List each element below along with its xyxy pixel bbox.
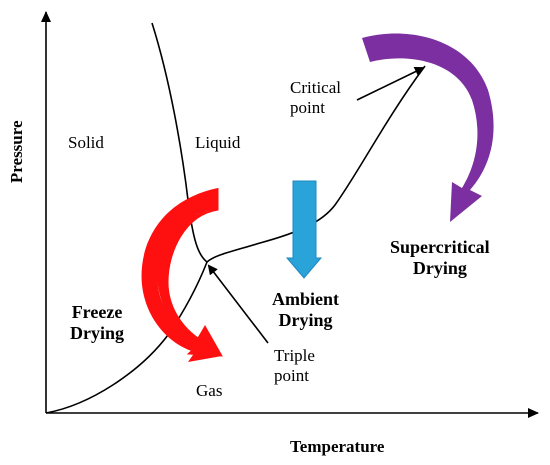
critical-point-line2: point bbox=[290, 97, 325, 117]
liquid-region-label: Liquid bbox=[195, 133, 241, 152]
triple-point-pointer bbox=[207, 264, 269, 344]
solid-region-label: Solid bbox=[68, 133, 104, 152]
ambient-drying-label: Ambient Drying bbox=[272, 289, 339, 330]
x-axis-label: Temperature bbox=[290, 437, 385, 456]
vaporization-curve bbox=[206, 65, 426, 263]
triple-point-label: Triple point bbox=[274, 346, 315, 385]
triple-point-line2: point bbox=[274, 365, 309, 385]
critical-point-label: Critical point bbox=[290, 78, 341, 117]
critical-point-pointer bbox=[356, 66, 425, 101]
freeze-drying-arrow-icon bbox=[141, 188, 223, 362]
ambient-drying-line1: Ambient bbox=[272, 289, 339, 309]
freeze-drying-line1: Freeze bbox=[71, 302, 123, 322]
melting-curve bbox=[151, 22, 208, 263]
supercritical-drying-label: Supercritical Drying bbox=[390, 237, 490, 278]
supercritical-drying-line2: Drying bbox=[412, 257, 467, 278]
supercritical-drying-line1: Supercritical bbox=[390, 237, 490, 257]
supercritical-drying-arrow-icon bbox=[362, 33, 494, 222]
ambient-drying-arrow-icon bbox=[285, 180, 323, 279]
ambient-drying-line2: Drying bbox=[278, 309, 333, 330]
gas-region-label: Gas bbox=[196, 381, 223, 400]
y-axis-label: Pressure bbox=[7, 120, 27, 184]
sublimation-curve bbox=[45, 261, 208, 414]
triple-point-line1: Triple bbox=[274, 346, 315, 365]
freeze-drying-line2: Drying bbox=[70, 322, 124, 343]
critical-point-line1: Critical bbox=[290, 78, 341, 97]
freeze-drying-label: Freeze Drying bbox=[70, 302, 124, 343]
